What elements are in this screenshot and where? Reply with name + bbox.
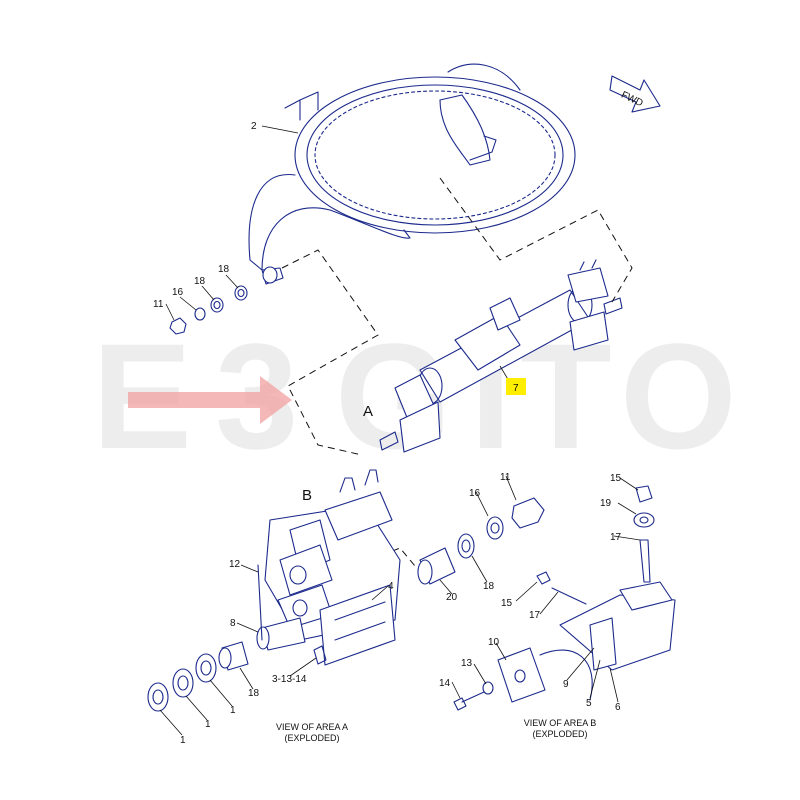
leader-lines <box>159 125 641 736</box>
callout-a-1-c[interactable]: 1 <box>230 705 236 716</box>
callout-2[interactable]: 2 <box>251 121 257 132</box>
view-a-exploded <box>147 469 545 712</box>
callout-top-18-a[interactable]: 18 <box>194 276 206 287</box>
area-label-a: A <box>363 403 373 420</box>
callout-a-12[interactable]: 12 <box>229 559 241 570</box>
callout-7[interactable]: 7 <box>513 383 519 394</box>
view-a-caption-line1: VIEW OF AREA A <box>276 722 348 732</box>
callout-a-11[interactable]: 11 <box>500 472 511 483</box>
detail-link-lines <box>281 177 633 573</box>
callout-b-5[interactable]: 5 <box>586 698 592 709</box>
callout-a-16[interactable]: 16 <box>469 488 481 499</box>
callout-b-17-a[interactable]: 17 <box>610 532 622 543</box>
callout-a-18-b[interactable]: 18 <box>483 581 495 592</box>
callout-7-highlight <box>506 378 526 395</box>
callout-b-10[interactable]: 10 <box>488 637 500 648</box>
callout-b-13[interactable]: 13 <box>461 658 473 669</box>
watermark-arrow <box>128 376 292 424</box>
callout-a-8[interactable]: 8 <box>230 618 236 629</box>
view-b-exploded <box>453 485 676 711</box>
top-hardware-stack <box>169 285 248 335</box>
part-2-ring-assembly <box>248 63 576 285</box>
callout-numbers: 2 7 11 16 18 18 12 8 4 20 18 18 16 11 3-… <box>153 121 622 746</box>
callout-b-17-b[interactable]: 17 <box>529 610 541 621</box>
callout-a-1-b[interactable]: 1 <box>205 719 211 730</box>
callout-b-19[interactable]: 19 <box>600 498 612 509</box>
callout-a-20[interactable]: 20 <box>446 592 458 603</box>
view-b-caption-line2: (EXPLODED) <box>532 729 587 739</box>
callout-b-14[interactable]: 14 <box>439 678 451 689</box>
callout-a-18-a[interactable]: 18 <box>248 688 260 699</box>
callout-b-6[interactable]: 6 <box>615 702 621 713</box>
callout-a-4[interactable]: 4 <box>388 581 394 592</box>
svg-text:O: O <box>620 312 743 480</box>
fwd-arrow-icon: FWD <box>609 75 661 113</box>
callout-top-11[interactable]: 11 <box>153 299 164 310</box>
area-label-b: B <box>302 487 312 504</box>
callout-a-3-13-14[interactable]: 3-13-14 <box>272 674 307 685</box>
view-b-caption-line1: VIEW OF AREA B <box>524 718 597 728</box>
svg-text:G: G <box>335 312 458 480</box>
callout-top-18-b[interactable]: 18 <box>218 264 230 275</box>
callout-top-16[interactable]: 16 <box>172 287 184 298</box>
callout-b-15-b[interactable]: 15 <box>501 598 513 609</box>
part-7-actuator <box>379 259 623 453</box>
callout-b-9[interactable]: 9 <box>563 679 569 690</box>
view-a-caption-line2: (EXPLODED) <box>284 733 339 743</box>
callout-b-15-a[interactable]: 15 <box>610 473 622 484</box>
callout-a-1-a[interactable]: 1 <box>180 735 186 746</box>
